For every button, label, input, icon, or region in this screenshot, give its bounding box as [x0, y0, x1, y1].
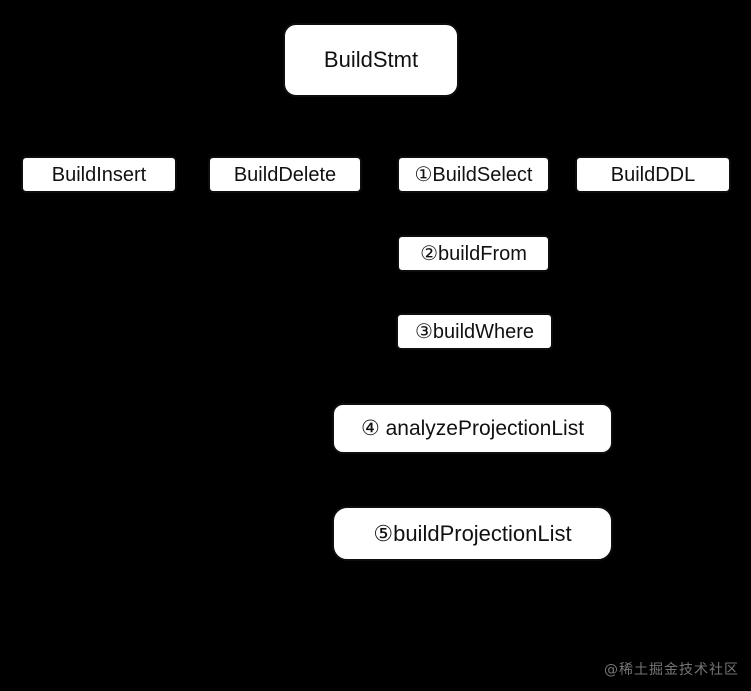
node-builddelete[interactable]: BuildDelete	[208, 156, 362, 193]
node-label: ①BuildSelect	[414, 163, 533, 186]
node-buildddl[interactable]: BuildDDL	[575, 156, 731, 193]
node-label: BuildDelete	[233, 163, 337, 186]
node-label: BuildInsert	[51, 163, 147, 186]
node-buildwhere[interactable]: ③buildWhere	[396, 313, 553, 350]
node-label: BuildStmt	[323, 47, 419, 72]
node-label: BuildDDL	[610, 163, 696, 186]
node-buildprojectionlist[interactable]: ⑤buildProjectionList	[332, 506, 613, 561]
node-label: ③buildWhere	[414, 320, 535, 343]
node-buildselect[interactable]: ①BuildSelect	[397, 156, 550, 193]
node-label: ②buildFrom	[420, 242, 527, 265]
watermark: @稀土掘金技术社区	[604, 662, 739, 678]
node-buildstmt[interactable]: BuildStmt	[283, 23, 459, 97]
node-buildfrom[interactable]: ②buildFrom	[397, 235, 550, 272]
node-buildinsert[interactable]: BuildInsert	[21, 156, 177, 193]
node-label: ④ analyzeProjectionList	[360, 417, 585, 440]
node-analyzeprojectionlist[interactable]: ④ analyzeProjectionList	[332, 403, 613, 454]
node-label: ⑤buildProjectionList	[373, 520, 572, 546]
